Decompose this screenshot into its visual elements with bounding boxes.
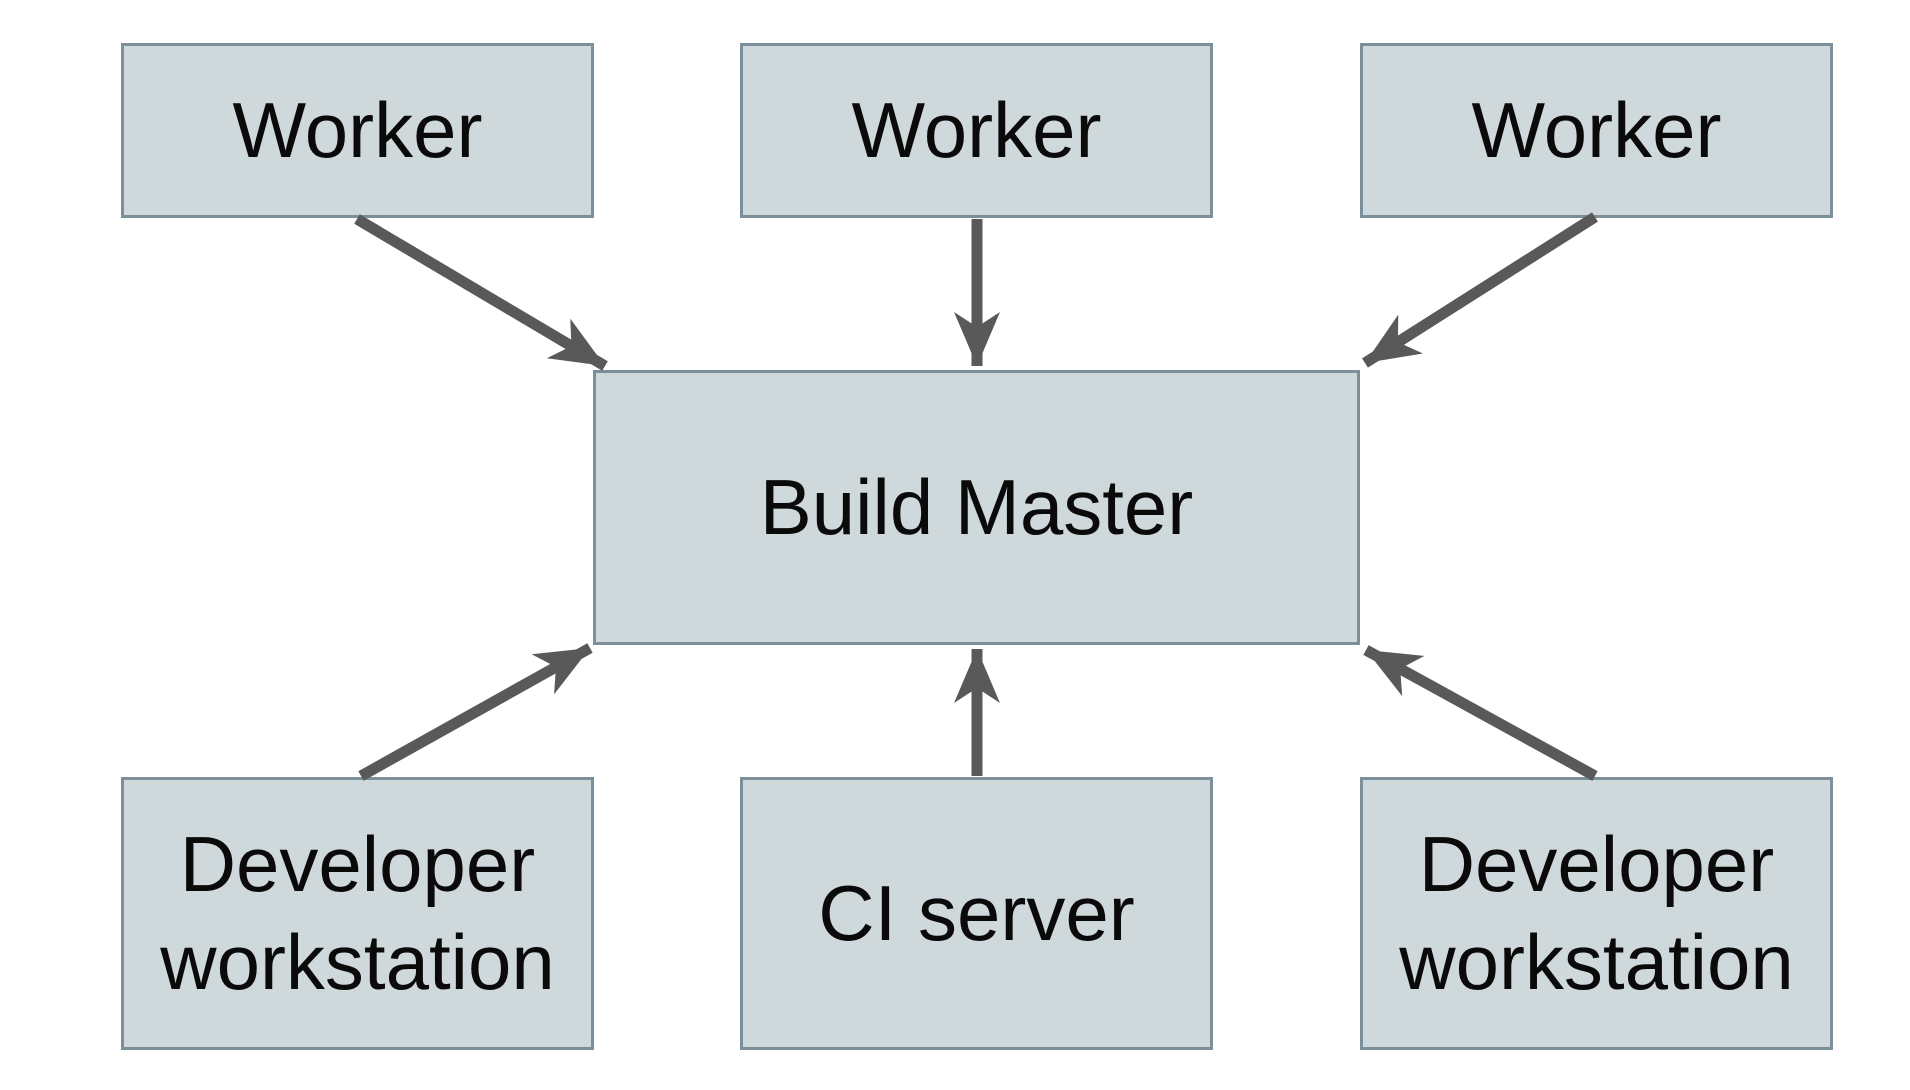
node-developer-workstation-left: Developer workstation	[121, 777, 594, 1050]
node-developer-workstation-left-label: Developer workstation	[160, 820, 555, 1006]
node-worker-1-label: Worker	[232, 85, 483, 174]
arrow-dev-right-to-build-master	[1363, 645, 1598, 781]
node-ci-server: CI server	[740, 777, 1213, 1050]
arrow-dev-left-to-build-master	[358, 643, 593, 781]
arrow-worker1-to-build-master	[354, 214, 608, 371]
node-developer-workstation-right: Developer workstation	[1360, 777, 1833, 1050]
node-build-master-label: Build Master	[759, 462, 1194, 551]
node-ci-server-label: CI server	[818, 868, 1135, 957]
node-worker-3-label: Worker	[1471, 85, 1722, 174]
node-build-master: Build Master	[593, 370, 1360, 645]
node-worker-1: Worker	[121, 43, 594, 218]
node-worker-2: Worker	[740, 43, 1213, 218]
node-worker-3: Worker	[1360, 43, 1833, 218]
node-worker-2-label: Worker	[851, 85, 1102, 174]
node-developer-workstation-right-label: Developer workstation	[1399, 820, 1794, 1006]
arrow-worker3-to-build-master	[1362, 212, 1598, 368]
